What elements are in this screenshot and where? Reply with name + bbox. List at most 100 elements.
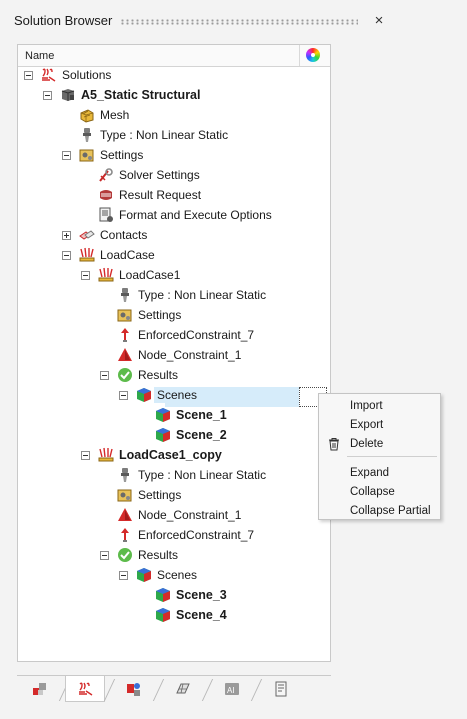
mesh-browser-tab[interactable] bbox=[163, 676, 203, 702]
ai-browser-tab[interactable]: AI bbox=[212, 676, 252, 702]
tree-row[interactable]: Solutions bbox=[24, 65, 111, 85]
tree-row[interactable]: Scene_2 bbox=[155, 425, 227, 445]
enforced-constraint-icon bbox=[117, 327, 133, 343]
tree-row-label: Settings bbox=[138, 308, 182, 322]
tree-row-label: Scenes bbox=[157, 568, 198, 582]
trash-icon bbox=[328, 438, 340, 451]
scene-icon bbox=[155, 407, 171, 423]
tree-row-label: Solver Settings bbox=[119, 168, 200, 182]
drag-grip-handle[interactable] bbox=[120, 19, 358, 25]
panel-titlebar[interactable]: Solution Browser × bbox=[0, 0, 467, 40]
color-wheel-icon[interactable] bbox=[306, 48, 320, 62]
tree-row-label: Contacts bbox=[100, 228, 148, 242]
browser-tab-strip: AI bbox=[17, 675, 331, 703]
panel-title: Solution Browser bbox=[14, 13, 113, 28]
results-check-icon bbox=[117, 547, 133, 563]
tree-row[interactable]: Type : Non Linear Static bbox=[79, 125, 228, 145]
collapse-toggle[interactable] bbox=[62, 250, 71, 260]
tree-row[interactable]: Node_Constraint_1 bbox=[117, 345, 241, 365]
tree-row[interactable]: Contacts bbox=[62, 225, 147, 245]
tree-row-label: Results bbox=[138, 368, 179, 382]
collapse-toggle[interactable] bbox=[81, 450, 90, 460]
tree-row-label: Scene_2 bbox=[176, 428, 227, 442]
collapse-toggle[interactable] bbox=[43, 90, 52, 100]
format-execute-icon bbox=[98, 207, 114, 223]
menu-item-export[interactable]: Export bbox=[319, 416, 440, 435]
tree-row-label: A5_Static Structural bbox=[81, 88, 201, 102]
menu-item-import[interactable]: Import bbox=[319, 397, 440, 416]
tree-row-label: Type : Non Linear Static bbox=[138, 468, 267, 482]
tree-row[interactable]: EnforcedConstraint_7 bbox=[117, 525, 254, 545]
solution-browser-tab[interactable] bbox=[65, 676, 105, 702]
tree-row-label: LoadCase1_copy bbox=[119, 448, 222, 462]
tree-row[interactable]: Settings bbox=[62, 145, 143, 165]
tree-row[interactable]: Solver Settings bbox=[98, 165, 200, 185]
enforced-constraint-icon bbox=[117, 527, 133, 543]
tree-row[interactable]: LoadCase bbox=[62, 245, 155, 265]
tree-row[interactable]: Type : Non Linear Static bbox=[117, 285, 266, 305]
collapse-toggle[interactable] bbox=[62, 150, 71, 160]
menu-item-collapse[interactable]: Collapse bbox=[319, 483, 440, 502]
loadcase-icon bbox=[98, 447, 114, 463]
tree-row[interactable]: LoadCase1_copy bbox=[81, 445, 222, 465]
menu-item-collapse-partial[interactable]: Collapse Partial bbox=[319, 502, 440, 521]
menu-item-label: Collapse Partial bbox=[350, 505, 431, 517]
tree-row-label: Results bbox=[138, 548, 179, 562]
tree-row-label: Node_Constraint_1 bbox=[138, 508, 242, 522]
collapse-toggle[interactable] bbox=[100, 550, 109, 560]
collapse-toggle[interactable] bbox=[119, 570, 128, 580]
expand-toggle[interactable] bbox=[62, 230, 71, 240]
column-divider[interactable] bbox=[299, 45, 300, 66]
solutions-icon bbox=[41, 67, 57, 83]
tree-row[interactable]: Format and Execute Options bbox=[98, 205, 272, 225]
scene-icon bbox=[155, 607, 171, 623]
tree-row[interactable]: Mesh bbox=[79, 105, 129, 125]
model-browser-tab[interactable] bbox=[20, 676, 60, 702]
tree-row[interactable]: Scenes bbox=[119, 385, 201, 405]
tree-row[interactable]: Scene_4 bbox=[155, 605, 227, 625]
collapse-toggle[interactable] bbox=[100, 370, 109, 380]
tree-row-label: Format and Execute Options bbox=[119, 208, 272, 222]
tree-row[interactable]: Type : Non Linear Static bbox=[117, 465, 266, 485]
tree-row[interactable]: Result Request bbox=[98, 185, 201, 205]
scene-icon bbox=[155, 587, 171, 603]
scenes-icon bbox=[136, 387, 152, 403]
tree-row[interactable]: Results bbox=[100, 365, 178, 385]
menu-item-delete[interactable]: Delete bbox=[319, 435, 440, 454]
name-column-header[interactable]: Name bbox=[25, 50, 55, 62]
collapse-toggle[interactable] bbox=[81, 270, 90, 280]
menu-item-expand[interactable]: Expand bbox=[319, 464, 440, 483]
report-browser-tab[interactable] bbox=[261, 676, 301, 702]
result-request-icon bbox=[98, 187, 114, 203]
tree-row[interactable]: Settings bbox=[117, 485, 181, 505]
tree-row-label: Settings bbox=[138, 488, 182, 502]
tree-row-label: LoadCase bbox=[100, 248, 155, 262]
loadcase-icon bbox=[79, 247, 95, 263]
tree-row[interactable]: Scene_1 bbox=[155, 405, 227, 425]
tree-row[interactable]: Node_Constraint_1 bbox=[117, 505, 241, 525]
collapse-toggle[interactable] bbox=[24, 70, 33, 80]
tree-row[interactable]: LoadCase1 bbox=[81, 265, 180, 285]
collapse-toggle[interactable] bbox=[119, 390, 128, 400]
tree-row-label: Scene_4 bbox=[176, 608, 227, 622]
tree-row-label: Scene_1 bbox=[176, 408, 227, 422]
contacts-icon bbox=[79, 227, 95, 243]
menu-item-label: Import bbox=[350, 400, 383, 412]
tree-row[interactable]: Settings bbox=[117, 305, 181, 325]
tree-row[interactable]: A5_Static Structural bbox=[43, 85, 200, 105]
tree-row[interactable]: Scenes bbox=[119, 565, 197, 585]
scenes-icon bbox=[136, 567, 152, 583]
tree-row[interactable]: Scene_3 bbox=[155, 585, 227, 605]
tree-row-label: Solutions bbox=[62, 68, 112, 82]
close-button[interactable]: × bbox=[374, 12, 384, 29]
tree-row-label: Result Request bbox=[119, 188, 202, 202]
tree-row[interactable]: Results bbox=[100, 545, 178, 565]
tree-column-header: Name bbox=[18, 45, 330, 67]
settings-icon bbox=[117, 487, 133, 503]
menu-item-label: Collapse bbox=[350, 486, 395, 498]
type-icon bbox=[117, 467, 133, 483]
tree-row[interactable]: EnforcedConstraint_7 bbox=[117, 325, 254, 345]
node-constraint-icon bbox=[117, 347, 133, 363]
entity-browser-tab[interactable] bbox=[114, 676, 154, 702]
